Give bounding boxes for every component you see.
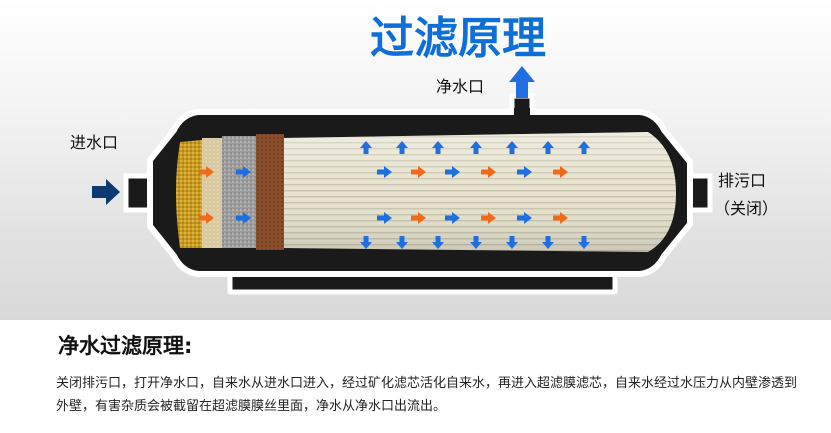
up-arrow-icon [360, 141, 372, 154]
filter-cartridge [176, 132, 676, 252]
right-arrow-icon [481, 212, 496, 224]
right-arrow-icon [553, 212, 568, 224]
right-arrow-icon [411, 212, 426, 224]
right-arrow-icon [199, 166, 214, 178]
right-arrow-icon [236, 166, 251, 178]
right-arrow-icon [517, 166, 532, 178]
up-arrow-icon [432, 141, 444, 154]
up-arrow-icon [506, 141, 518, 154]
right-arrow-icon [377, 166, 392, 178]
up-arrow-icon [396, 141, 408, 154]
inlet-label: 进水口 [70, 133, 118, 152]
mineral-layer-1 [176, 140, 202, 248]
up-arrow-icon [470, 141, 482, 154]
up-arrow-icon [578, 141, 590, 154]
down-arrow-icon [578, 236, 590, 249]
right-arrow-icon [92, 179, 120, 205]
right-arrow-icon [236, 212, 251, 224]
right-arrow-icon [411, 166, 426, 178]
right-arrow-icon [199, 212, 214, 224]
right-arrow-icon [445, 166, 460, 178]
down-arrow-icon [470, 236, 482, 249]
filter-diagram: 过滤原理 [70, 13, 779, 292]
text-background [0, 320, 831, 433]
right-arrow-icon [553, 166, 568, 178]
diagram-title: 过滤原理 [370, 13, 546, 64]
explanation-body: 关闭排污口，打开净水口，自来水从进水口进入，经过矿化滤芯活化自来水，再进入超滤膜… [56, 376, 798, 414]
drain-label: 排污口 [718, 171, 766, 190]
down-arrow-icon [360, 236, 372, 249]
outlet-label: 净水口 [436, 77, 484, 96]
down-arrow-icon [542, 236, 554, 249]
right-arrow-icon [481, 166, 496, 178]
explanation-heading: 净水过滤原理: [58, 334, 193, 358]
up-arrow-icon [509, 66, 535, 98]
right-arrow-icon [517, 212, 532, 224]
mineral-layer-4 [256, 134, 284, 250]
right-arrow-icon [445, 212, 460, 224]
down-arrow-icon [432, 236, 444, 249]
flow-arrows [199, 141, 590, 249]
down-arrow-icon [396, 236, 408, 249]
up-arrow-icon [542, 141, 554, 154]
mineral-layer-2 [202, 138, 222, 248]
down-arrow-icon [506, 236, 518, 249]
mineral-layer-3 [222, 136, 256, 248]
drain-state-label: （关闭） [714, 199, 778, 218]
right-arrow-icon [377, 212, 392, 224]
